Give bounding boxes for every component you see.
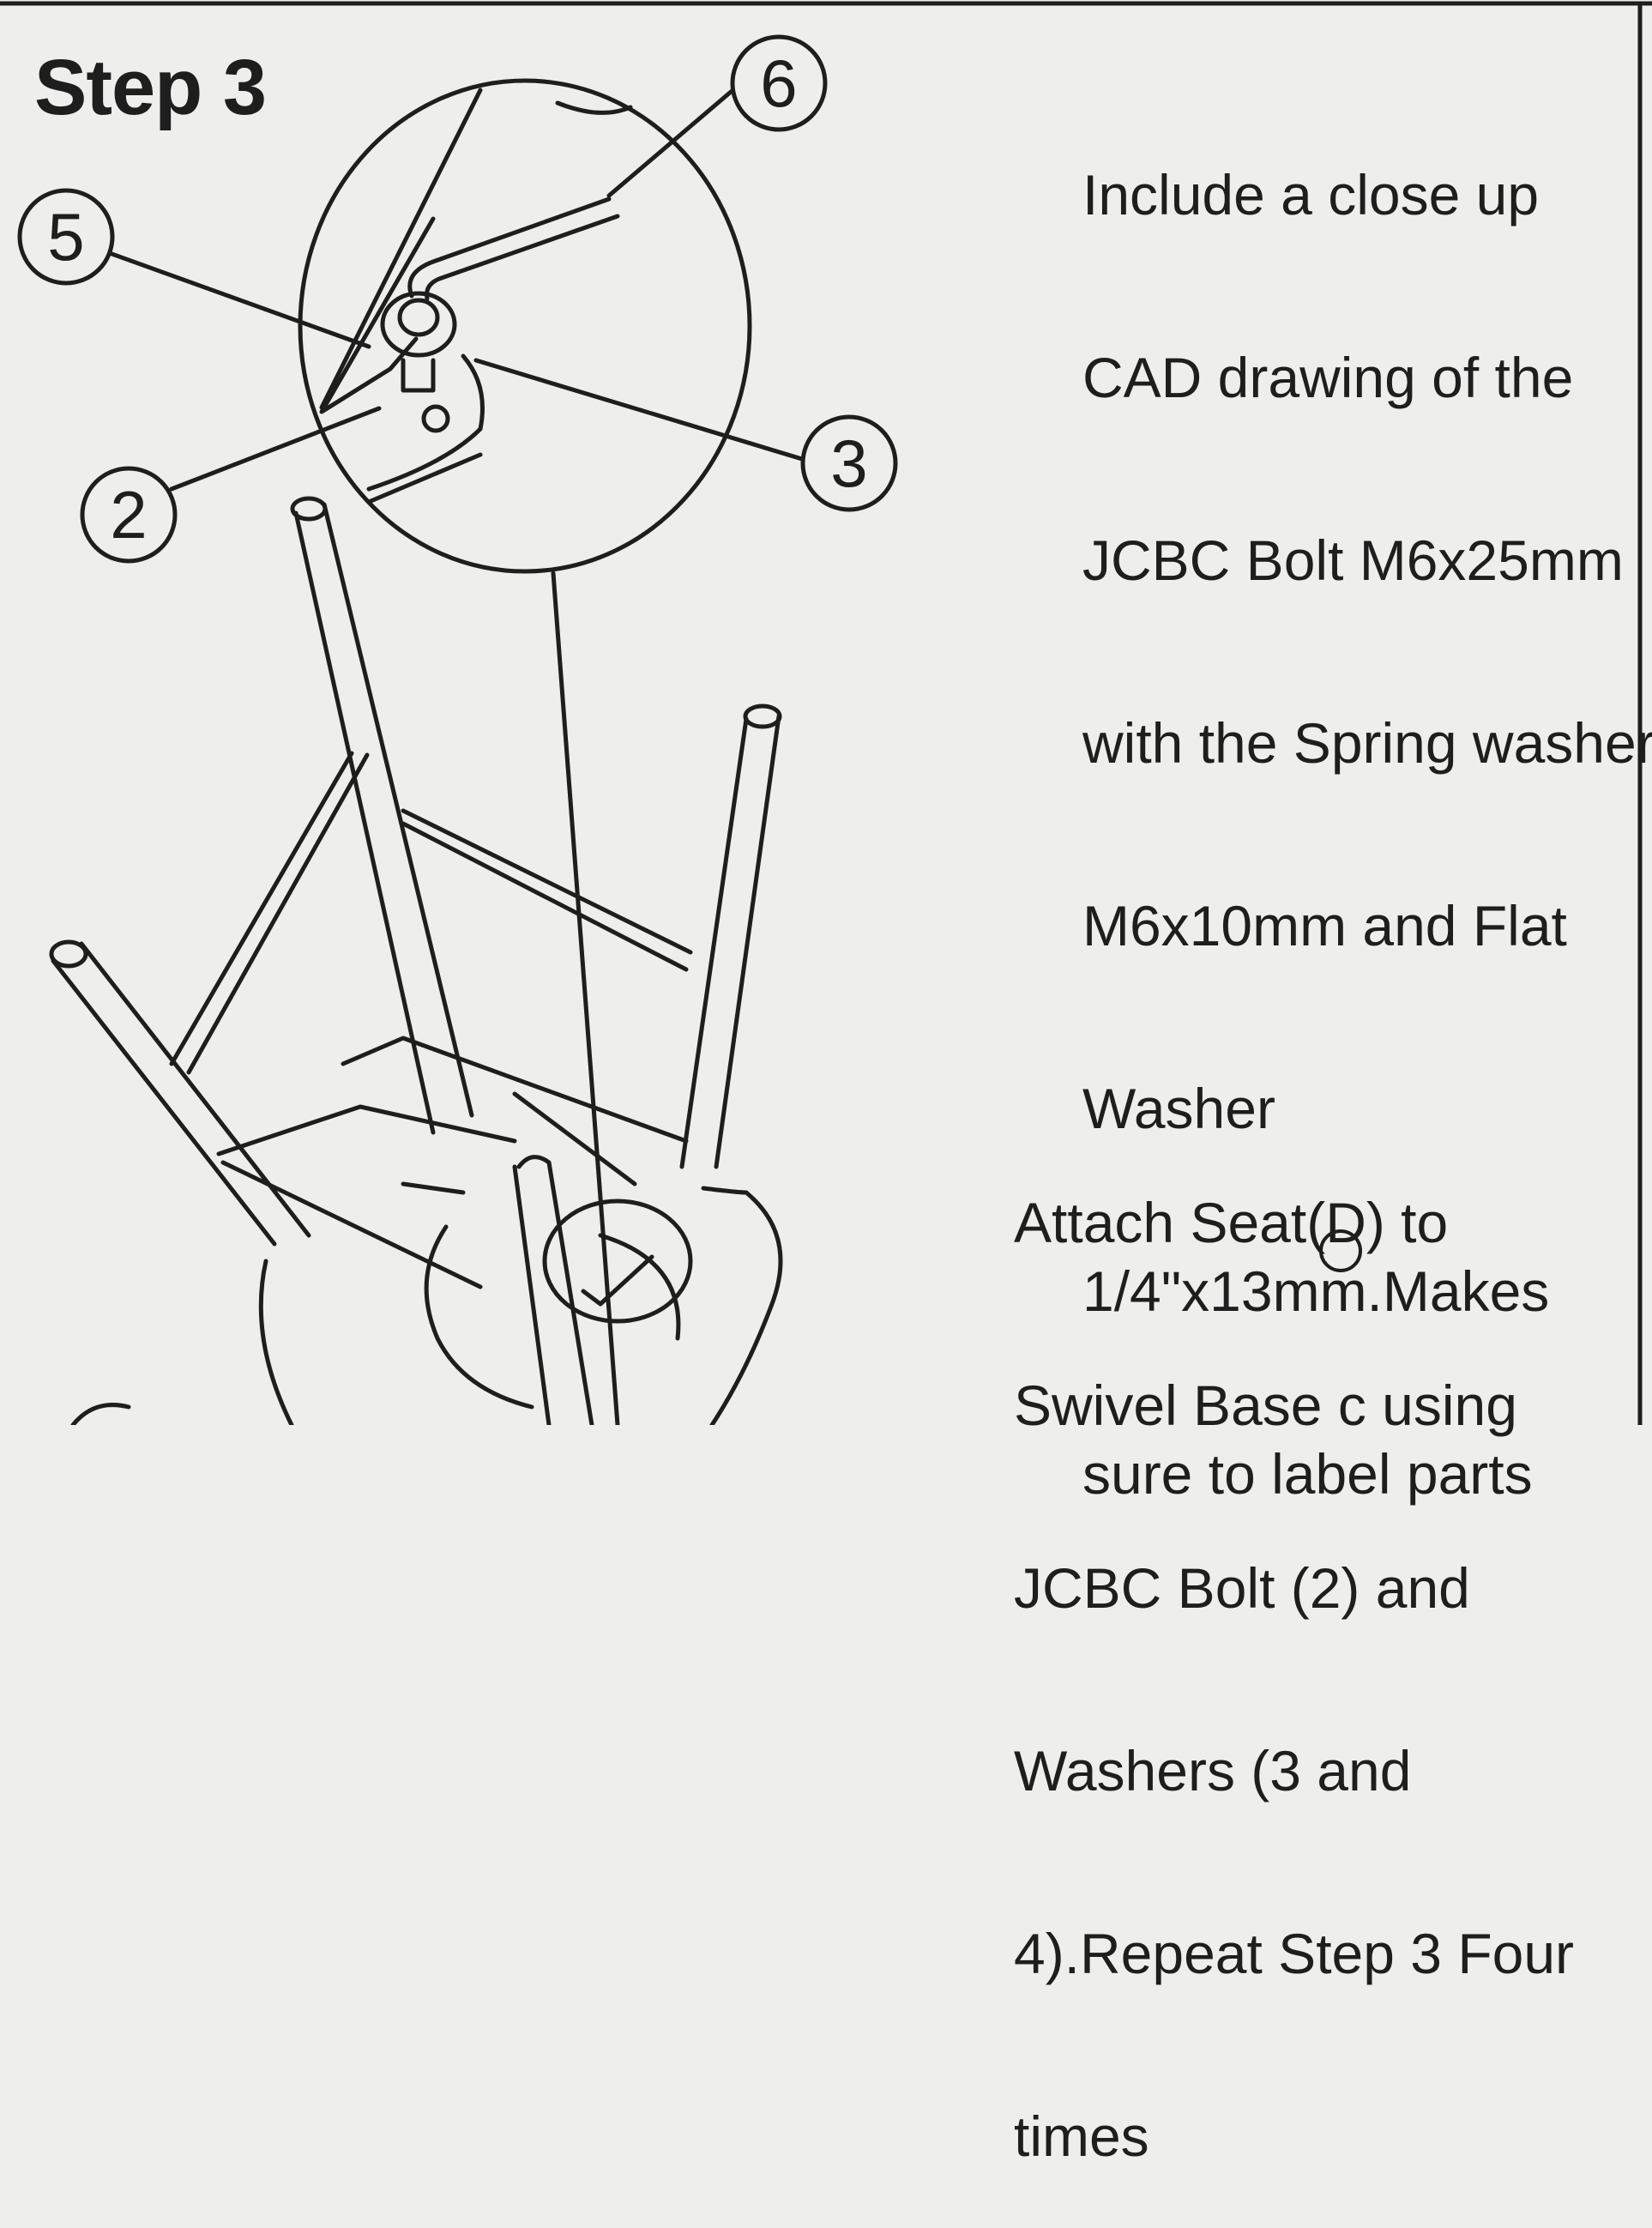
detail-plate [319,216,436,414]
leader-3 [473,358,805,462]
note-line: JCBC Bolt M6x25mm [1082,528,1624,592]
step-title: Step 3 [34,44,267,131]
leg-front-left [51,958,277,1247]
instruction-line: times [1014,2104,1149,2168]
chair-drawing [49,496,783,1425]
projection-line [551,571,620,1425]
note-line: with the Spring washer [1082,711,1652,775]
callout-6: 6 [730,34,828,132]
callout-2: 2 [80,466,178,564]
callout-6-label: 6 [760,45,797,121]
leg-back-left [293,510,436,1135]
note-line: M6x10mm and Flat [1082,894,1567,957]
note-line: CAD drawing of the [1082,346,1574,409]
allen-key-icon [407,196,620,301]
assembly-instruction: Attach Seat(D) to Swivel Base c using JC… [1014,1071,1574,2228]
callout-5: 5 [17,188,115,286]
leader-5 [105,250,371,349]
detail-magnifier [298,78,752,574]
brace-back [401,808,693,955]
detail-frame-edge [319,88,483,410]
leg-back-right [679,716,749,1169]
callout-5-label: 5 [47,199,84,275]
leader-6 [606,85,739,198]
instruction-line: JCBC Bolt (2) and [1014,1556,1470,1620]
note-line: Washer [1082,1077,1275,1140]
bolt-icon [380,291,457,433]
detail-bracket-lower [366,452,483,504]
detail-bracket [366,353,485,492]
seat-frame [341,1036,689,1144]
callout-3: 3 [800,414,898,512]
instruction-line: Swivel Base c using [1014,1374,1517,1437]
instruction-line: Attach Seat(D) to [1014,1191,1449,1254]
assembly-diagram: 6 5 3 2 [0,1,1652,1425]
brace-left [169,751,354,1066]
callout-3-label: 3 [830,426,867,501]
detail-seat-arc [555,100,633,115]
detail-circle [298,78,752,574]
instruction-line: Washers (3 and [1014,1739,1412,1802]
note-line: 1/4"x13mm.Makes [1082,1259,1550,1323]
note-line: Include a close up [1082,163,1540,226]
text-marker-icon [1319,1229,1362,1272]
seat-shell-left [258,1259,294,1425]
swivel-base [424,1224,534,1410]
leader-2 [169,406,382,492]
seat-shell-right [709,1190,783,1425]
instruction-line: 4).Repeat Step 3 Four [1014,1922,1575,1985]
callout-2-label: 2 [110,477,147,552]
